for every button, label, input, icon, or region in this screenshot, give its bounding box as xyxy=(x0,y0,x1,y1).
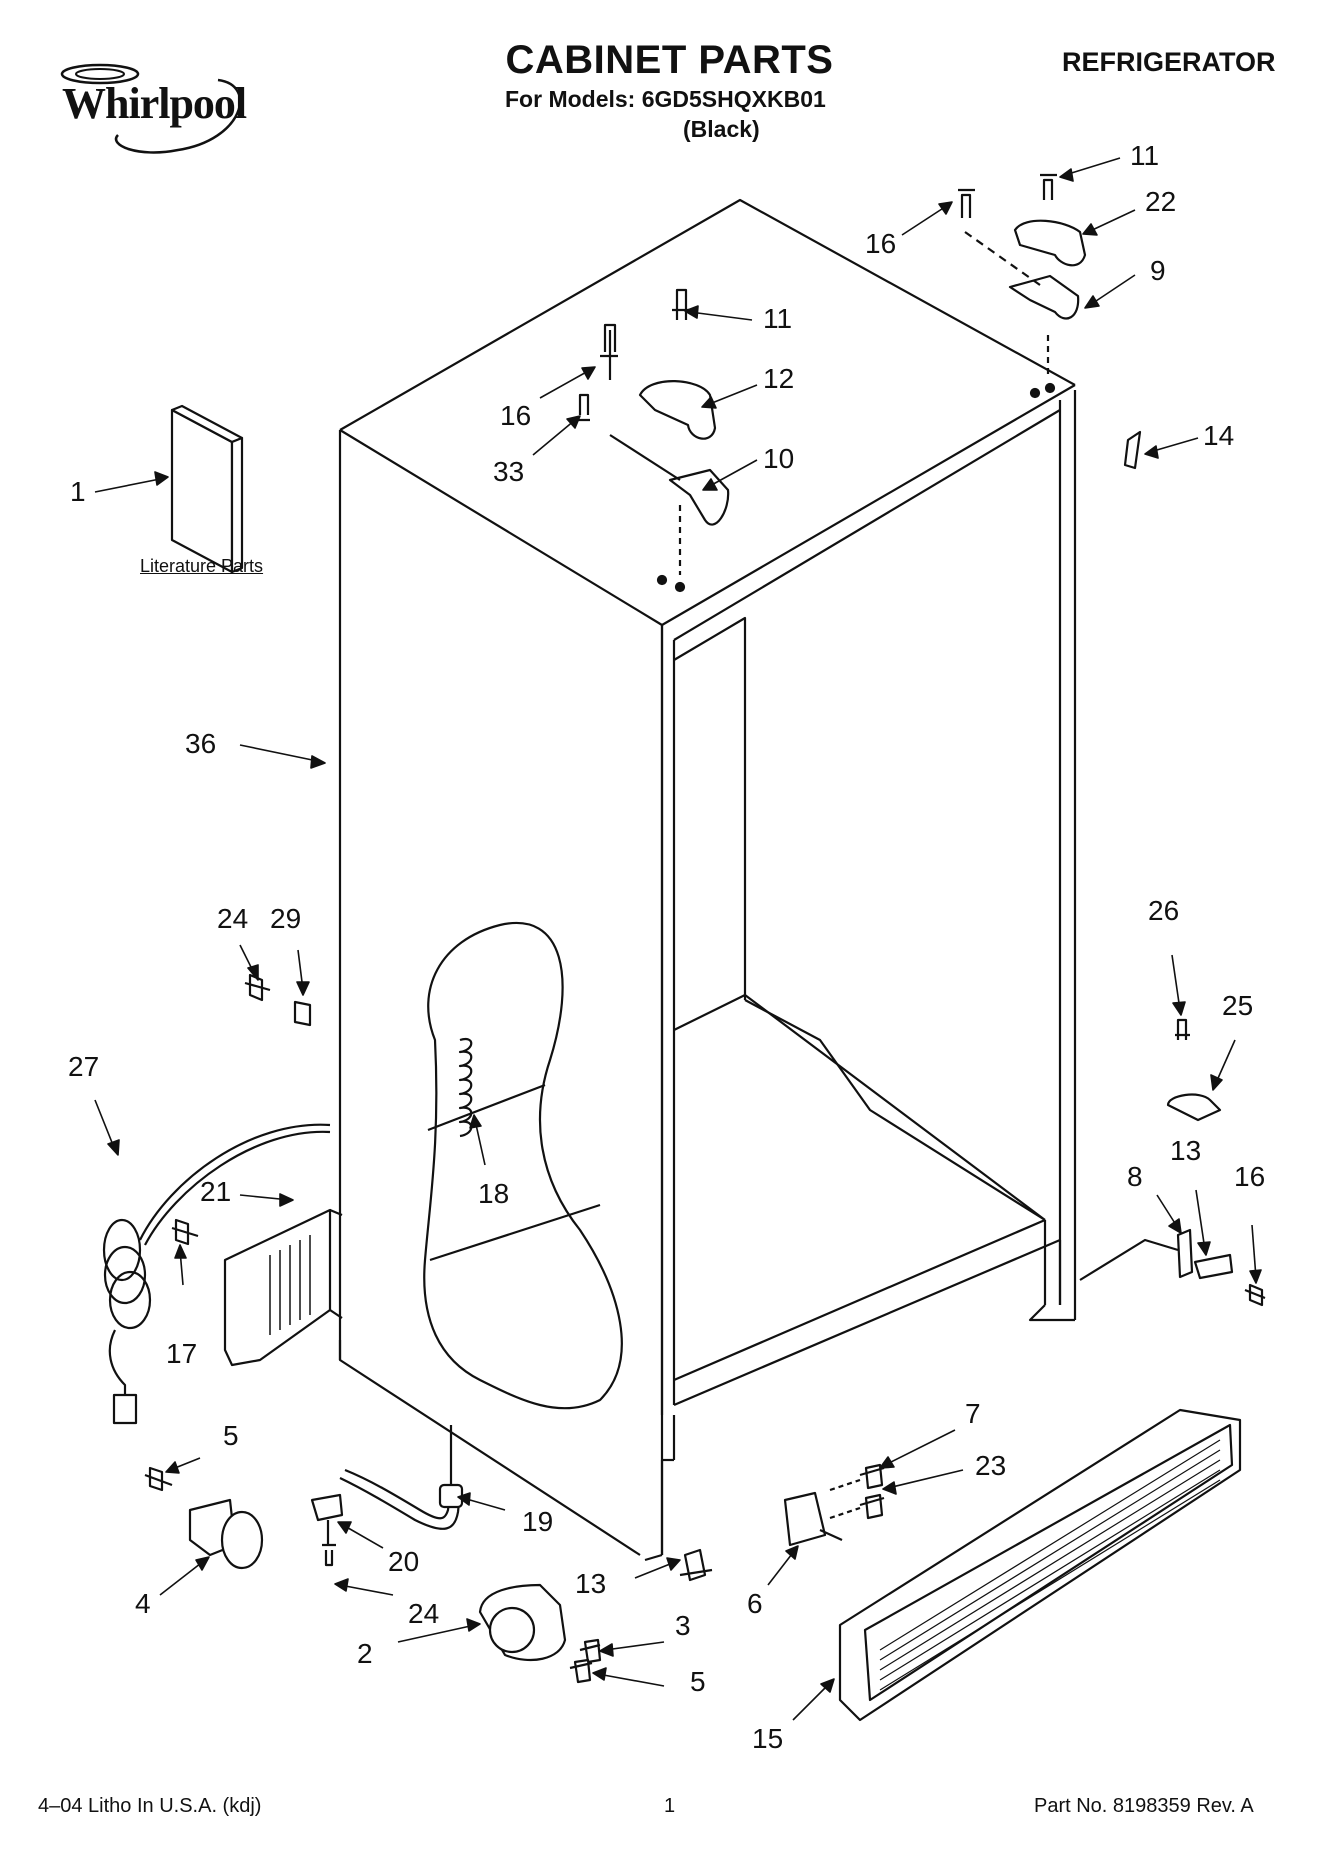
bottom-clip xyxy=(679,1548,713,1582)
control-box xyxy=(171,1208,343,1367)
callout-24-lower: 24 xyxy=(408,1598,440,1629)
right-lower-hardware xyxy=(1079,1018,1266,1307)
callout-18: 18 xyxy=(478,1178,510,1209)
callout-9: 9 xyxy=(1150,255,1166,286)
grille-bracket xyxy=(783,1463,885,1547)
callout-26: 26 xyxy=(1148,895,1180,926)
callout-12: 12 xyxy=(763,363,795,394)
callout-24: 24 xyxy=(217,903,249,934)
callout-17: 17 xyxy=(166,1338,198,1369)
water-tube xyxy=(310,1425,464,1567)
cabinet-shell xyxy=(338,198,1077,1562)
callout-10: 10 xyxy=(763,443,795,474)
callout-11: 11 xyxy=(763,303,793,334)
model-line: For Models: 6GD5SHQXKB01 xyxy=(505,86,826,112)
top-hinge-left xyxy=(577,288,730,575)
power-cord xyxy=(102,1123,331,1425)
callout-7: 7 xyxy=(965,1398,981,1429)
callout-16-top-right: 16 xyxy=(865,228,897,259)
callout-6: 6 xyxy=(747,1588,763,1619)
print-info: 4–04 Litho In U.S.A. (kdj) xyxy=(38,1795,262,1817)
whirlpool-logo xyxy=(38,40,278,170)
callout-27: 27 xyxy=(68,1051,100,1082)
callout-3: 3 xyxy=(675,1610,691,1641)
roller-assembly xyxy=(144,1466,264,1570)
literature-booklet xyxy=(170,404,244,574)
brand-name: Whirlpool xyxy=(62,79,247,128)
callout-11-top-right: 11 xyxy=(1130,140,1160,171)
callout-8: 8 xyxy=(1127,1161,1143,1192)
callout-25: 25 xyxy=(1222,990,1254,1021)
front-roller xyxy=(478,1583,602,1684)
page-number: 1 xyxy=(664,1795,676,1817)
callout-33: 33 xyxy=(493,456,525,487)
callout-5-lower: 5 xyxy=(690,1666,706,1697)
callout-22: 22 xyxy=(1145,186,1177,217)
callout-16: 16 xyxy=(500,400,532,431)
product-category: REFRIGERATOR xyxy=(1062,47,1276,77)
part-number: Part No. 8198359 Rev. A xyxy=(1034,1795,1254,1817)
callout-29: 29 xyxy=(270,903,302,934)
callout-21: 21 xyxy=(200,1176,232,1207)
callout-19: 19 xyxy=(522,1506,554,1537)
page-title: CABINET PARTS xyxy=(505,38,834,82)
callout-20: 20 xyxy=(388,1546,420,1577)
callout-36: 36 xyxy=(185,728,217,759)
callout-1: 1 xyxy=(70,476,86,507)
top-hinge-right xyxy=(958,173,1142,470)
kick-plate-grille xyxy=(838,1408,1242,1722)
literature-parts-label: Literature Parts xyxy=(140,556,264,576)
callout-5: 5 xyxy=(223,1420,239,1451)
callout-13-bottom: 13 xyxy=(575,1568,607,1599)
callout-2: 2 xyxy=(357,1638,373,1669)
callout-arrows xyxy=(94,157,1262,1721)
callout-23: 23 xyxy=(975,1450,1007,1481)
drain-coil xyxy=(458,1037,473,1138)
callout-16-right: 16 xyxy=(1234,1161,1266,1192)
callout-13-right: 13 xyxy=(1170,1135,1202,1166)
callout-15: 15 xyxy=(752,1723,784,1754)
callout-4: 4 xyxy=(135,1588,151,1619)
callout-14: 14 xyxy=(1203,420,1235,451)
color-variant: (Black) xyxy=(683,116,760,142)
